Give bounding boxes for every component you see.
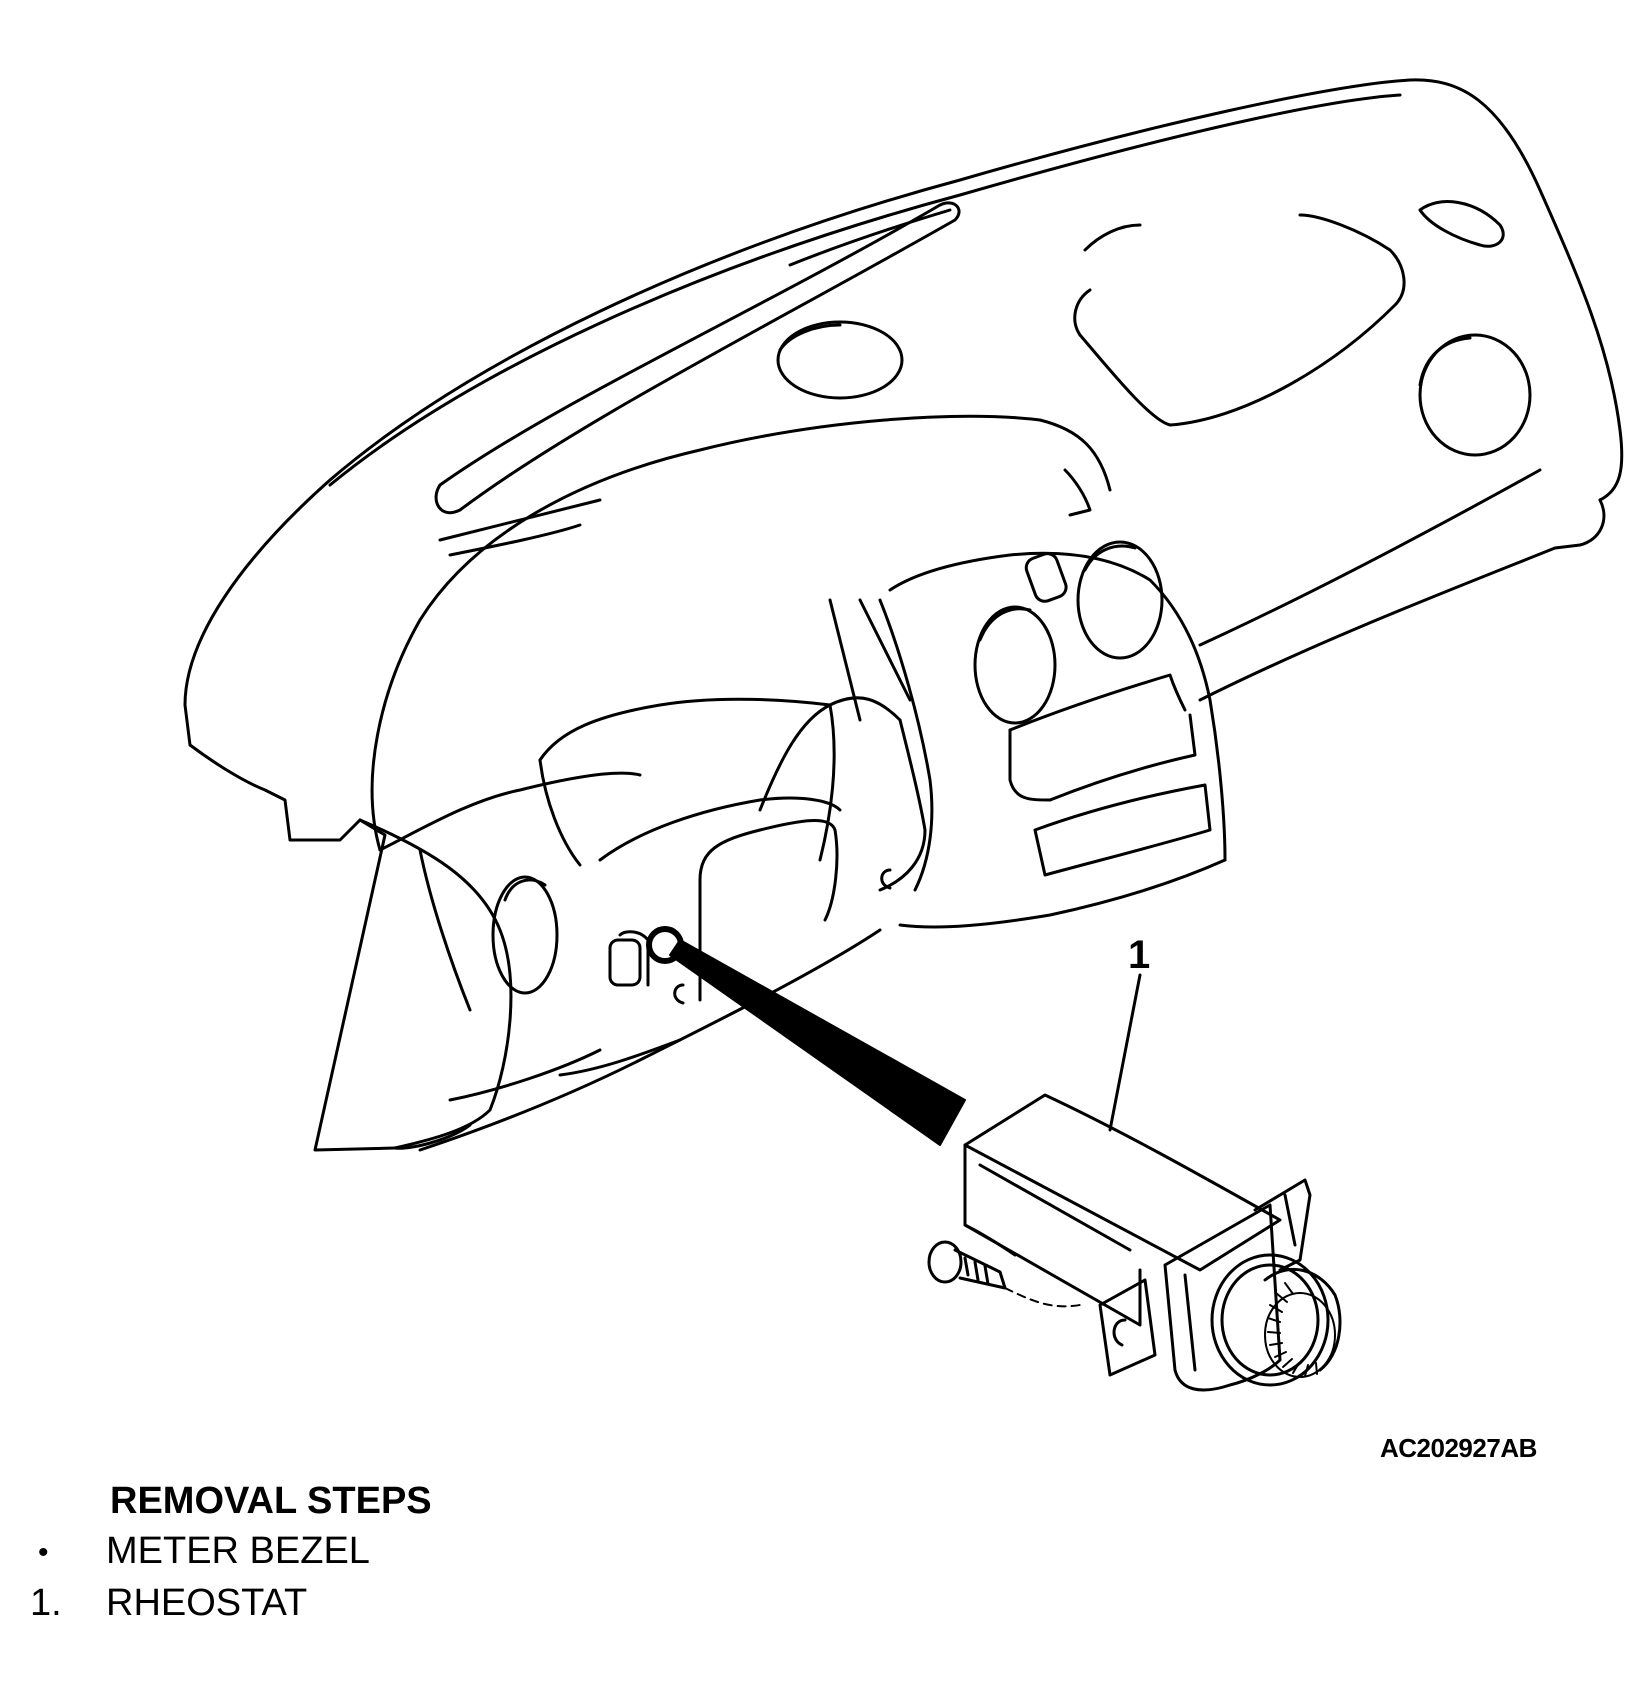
screw-drawing: [929, 1242, 1080, 1306]
figure-reference-code: AC202927AB: [1380, 1433, 1537, 1463]
step-label: RHEOSTAT: [106, 1582, 308, 1624]
leader-arrow: [649, 929, 1140, 1145]
center-console: [880, 470, 1225, 927]
cluster-hood: [372, 416, 1110, 1003]
callout-number-1: 1: [1128, 933, 1150, 977]
step-label: METER BEZEL: [106, 1530, 370, 1572]
removal-steps-heading: REMOVAL STEPS: [110, 1480, 432, 1522]
rheostat-drawing: [965, 1095, 1340, 1390]
removal-step-item: • METER BEZEL: [30, 1530, 370, 1573]
dashboard-shell: [185, 80, 1622, 1150]
step-number-marker: 1.: [30, 1582, 62, 1624]
removal-step-item: 1. RHEOSTAT: [30, 1582, 307, 1625]
step-bullet-marker: •: [38, 1535, 49, 1569]
dashboard-top-vents: [436, 202, 1530, 513]
left-bezel: [420, 850, 880, 1150]
